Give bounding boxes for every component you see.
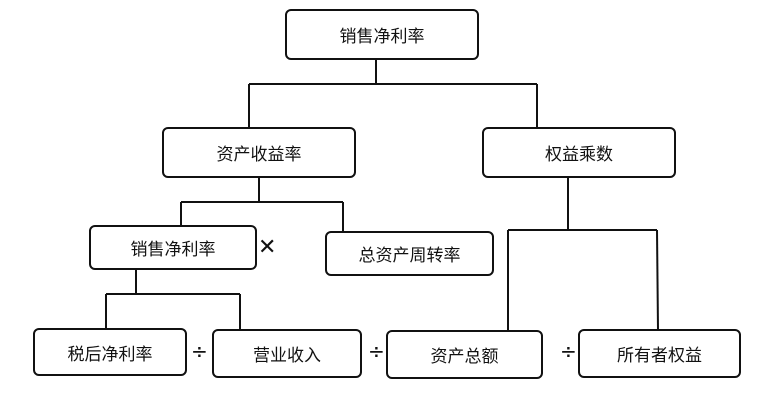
node-label: 税后净利率 [67, 344, 153, 365]
connector [656, 229, 659, 331]
multiply-operator: ✕ [258, 235, 277, 260]
root-node-net-profit-margin: 销售净利率 [285, 9, 479, 60]
node-equity-multiplier: 权益乘数 [482, 127, 676, 178]
node-label: 总资产周转率 [358, 246, 461, 266]
node-total-assets: 资产总额 [386, 330, 543, 379]
node-operating-revenue: 营业收入 [212, 329, 362, 378]
node-return-on-assets: 资产收益率 [162, 127, 356, 178]
node-owners-equity: 所有者权益 [578, 329, 741, 378]
node-label: 销售净利率 [130, 240, 216, 260]
divide-operator: ÷ [560, 339, 577, 363]
root-node-label: 销售净利率 [339, 27, 425, 47]
node-after-tax-net-profit: 税后净利率 [33, 328, 187, 376]
node-label: 营业收入 [253, 346, 321, 366]
node-total-asset-turnover: 总资产周转率 [325, 231, 494, 276]
divide-operator: ÷ [368, 339, 385, 363]
node-label: 所有者权益 [617, 346, 702, 366]
node-net-profit-margin: 销售净利率 [89, 225, 257, 270]
node-label: 资产收益率 [216, 145, 302, 165]
node-label: 资产总额 [430, 347, 499, 367]
divide-operator: ÷ [191, 339, 208, 363]
node-label: 权益乘数 [545, 145, 613, 165]
